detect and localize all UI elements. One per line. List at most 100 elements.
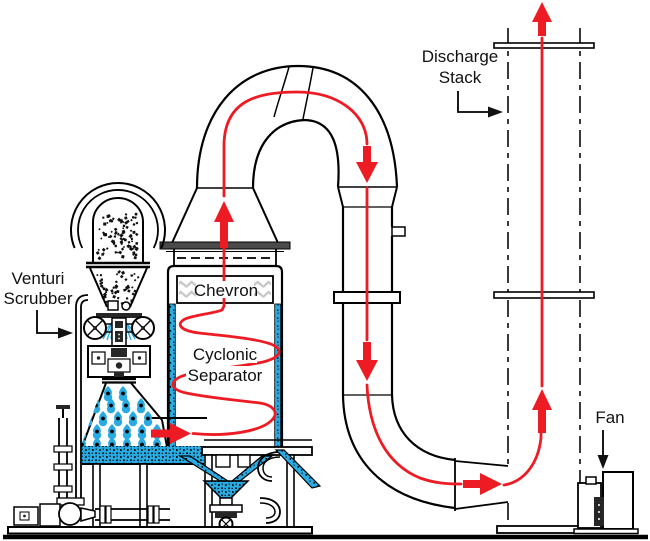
venturi-label-line1: Venturi [12,269,65,288]
fan-label: Fan [595,408,624,427]
pump-discharge-cone [80,507,96,522]
stack-top-flange [493,42,595,49]
fan-housing [602,471,634,530]
flow-arrow-inlet-head [170,423,191,444]
gas-flow-path [151,2,552,495]
water-droplets [80,386,162,448]
converging-cone-right [129,267,148,308]
drain-seal-loop-2b [259,502,276,519]
flow-arrow-riser-head [214,201,234,222]
inlet-dome-outer [70,182,166,249]
elbow-centerline [365,383,463,486]
throat-top-bar [96,313,142,318]
handwheel-right [125,316,155,340]
flow-arrow-inlet-shaft [151,429,170,438]
wall-film-right [274,303,282,449]
pipe-flange-3 [53,485,73,493]
fan-unit [573,471,639,535]
stack-mid-flange [493,291,595,299]
elbow-outer [341,394,456,510]
drain-seal-loop-1b [262,456,281,478]
venturi-label-line2: Scrubber [4,289,73,308]
transition-right [252,187,279,244]
flow-arrow-down2-shaft [363,342,371,360]
flow-arrow-exit-shaft [538,21,546,36]
drain-seal-loop-2 [259,497,281,524]
inlet-dome-inner [77,189,159,249]
handwheel-left [83,316,113,340]
stack-label-line1: Discharge [422,47,499,66]
leg-4 [139,463,148,528]
venturi-callout: Venturi Scrubber [4,269,73,339]
stack-entry-curve [502,431,543,487]
stack-inlet-bottom [454,501,509,510]
duct-nozzle-stub [391,226,406,237]
flow-arrow-down1-shaft [363,146,371,164]
piping-and-pump [13,294,170,527]
throat-actuator [107,300,119,311]
converging-cone-left [89,267,108,308]
fan-leader-arrowhead [597,455,609,469]
discharge-flange-1 [99,505,106,524]
flow-arrow-down2-head [356,360,378,381]
venturi-leader-line [36,310,59,334]
housing-bolt-left [91,351,106,365]
separator-label-line2: Separator [188,366,263,385]
bend-seam-1 [273,66,290,118]
discharge-flange-4 [153,505,160,524]
duct-neck-right [391,186,398,208]
recirc-pipe-inner [80,299,89,500]
stack-callout: Discharge Stack [422,47,503,118]
discharge-stack [493,28,595,534]
stack-label-line2: Stack [439,68,482,87]
leg-1 [204,454,213,528]
flow-arrow-exit-head [532,2,552,22]
valve-handle [56,405,70,409]
drain-seal-loop-1 [257,451,281,482]
sump-liquid [82,446,204,464]
drain-valve-flange [209,504,243,513]
flow-arrow-right-shaft [463,480,480,488]
pipe-flange-2 [53,463,73,471]
fan-callout: Fan [595,408,625,469]
dust-particles [95,212,140,306]
elbow-inner [390,394,456,462]
drain-chute [274,449,322,489]
discharge-flange-2 [105,505,112,524]
pipe-flange-1 [53,445,73,453]
pump-motor [13,506,39,526]
housing-outlet-block [114,372,124,377]
stack-leader-arrowhead [488,106,503,118]
bend-outer [195,64,399,189]
diverging-cone-right [130,382,163,421]
stack-inlet-top [454,460,509,467]
chevron-halo [196,281,254,298]
housing-bolt-right [132,351,147,365]
gusset-2 [237,454,251,468]
throat-column-block1 [115,321,123,328]
separator-halo [186,366,264,384]
venturi-scrubber [70,182,168,448]
discharge-flange-3 [147,505,154,524]
throat-actuator-wheel [121,301,131,311]
bend-centerline [222,90,369,198]
drain-valve-body [215,512,237,518]
sump-and-framework [7,439,322,535]
pump-casing [58,502,82,526]
pump-motor-plate [19,511,30,521]
skid-base [7,526,313,535]
flow-arrow-stack-shaft [538,410,546,433]
bend-seam-2 [302,67,314,120]
ductwork [171,64,509,511]
fan-base [573,528,639,535]
gusset-1 [215,454,231,468]
housing-center-block [111,348,127,357]
separator-label-line1: Cyclonic [193,345,258,364]
transition-left [171,187,198,244]
stack-leader-line [457,91,489,113]
venturi-leader-arrowhead [58,327,73,339]
cyclonic-halo [193,345,257,363]
fan-top-tab [585,476,597,485]
